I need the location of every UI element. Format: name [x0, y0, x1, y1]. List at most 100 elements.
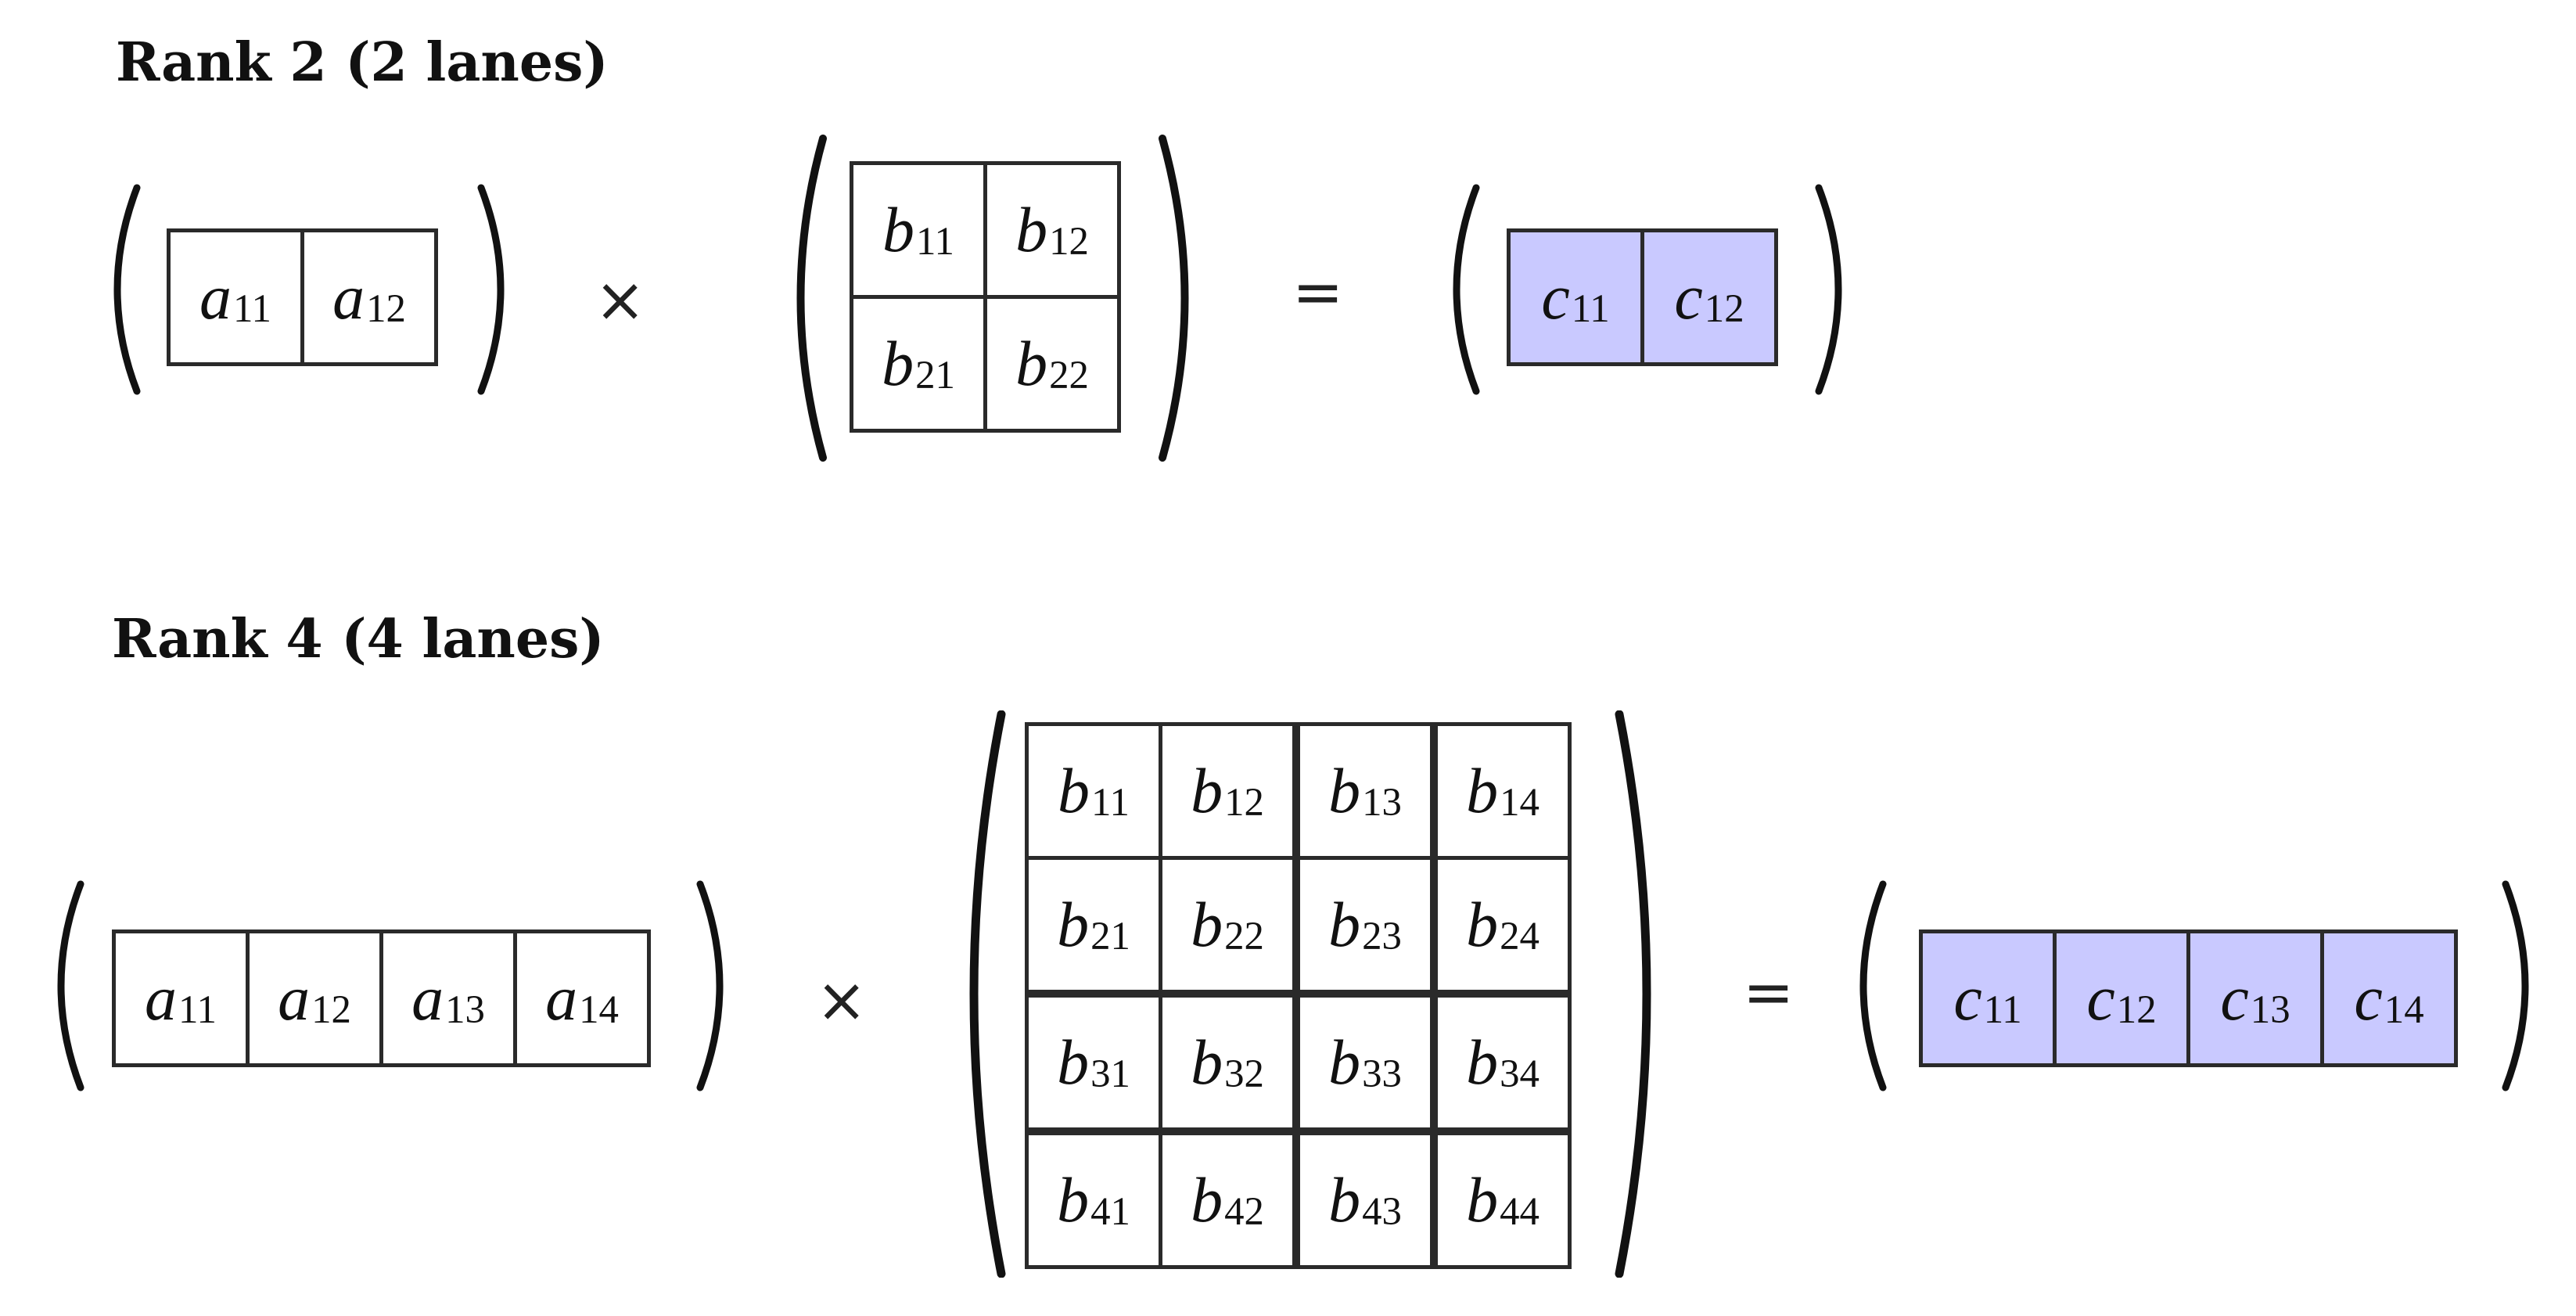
right-paren-c-rank4 [2502, 880, 2529, 1091]
right-paren-b-rank4 [1615, 710, 1651, 1278]
cell-subscript: 32 [1224, 1052, 1264, 1096]
cell-symbol: c [1541, 261, 1570, 333]
cell-subscript: 12 [366, 286, 406, 331]
cell-subscript: 14 [579, 987, 619, 1032]
cell-subscript: 11 [916, 219, 954, 264]
cell-symbol: b [1191, 755, 1223, 826]
cell-subscript: 44 [1500, 1189, 1539, 1234]
right-paren-a-rank2 [477, 184, 505, 395]
times-operator-rank4: × [816, 965, 868, 1036]
cell-symbol: b [1015, 194, 1048, 265]
cell-subscript: 13 [2250, 987, 2290, 1032]
cell-subscript: 21 [1090, 914, 1130, 958]
cell-symbol: b [1466, 1027, 1499, 1098]
cell-symbol: b [1057, 1027, 1090, 1098]
cell-symbol: b [1057, 1164, 1090, 1235]
cell-subscript: 22 [1049, 353, 1089, 397]
cell-subscript: 12 [311, 987, 351, 1032]
cell-subscript: 21 [915, 353, 955, 397]
cell-symbol: a [332, 261, 365, 333]
cell-symbol: b [1191, 889, 1223, 960]
cell-symbol: a [411, 962, 444, 1034]
cell-symbol: b [1191, 1164, 1223, 1235]
cell-symbol: b [1328, 755, 1361, 826]
cell-symbol: b [1466, 1164, 1499, 1235]
cell-subscript: 33 [1362, 1052, 1402, 1096]
cell-subscript: 12 [1049, 219, 1089, 264]
right-paren-c-rank2 [1815, 184, 1842, 395]
cell-subscript: 42 [1224, 1189, 1264, 1234]
cell-symbol: c [2220, 962, 2249, 1034]
cell-symbol: a [145, 962, 178, 1034]
left-paren-a-rank4 [57, 880, 84, 1091]
cell-subscript: 14 [2384, 987, 2424, 1032]
cell-subscript: 12 [2116, 987, 2157, 1032]
cell-subscript: 43 [1362, 1189, 1402, 1234]
cell-subscript: 12 [1704, 286, 1744, 331]
cell-subscript: 31 [1090, 1052, 1130, 1096]
cell-symbol: b [882, 194, 915, 265]
cell-symbol: b [1058, 755, 1090, 826]
cell-symbol: b [1015, 328, 1048, 399]
left-paren-c-rank2 [1453, 184, 1480, 395]
right-paren-b-rank2 [1159, 135, 1189, 462]
cell-symbol: a [545, 962, 578, 1034]
cell-symbol: c [2086, 962, 2115, 1034]
cell-symbol: b [1466, 755, 1499, 826]
cell-symbol: c [1674, 261, 1703, 333]
section-heading-rank2: Rank 2 (2 lanes) [116, 31, 609, 94]
cell-subscript: 23 [1362, 914, 1402, 958]
cell-subscript: 24 [1500, 914, 1539, 958]
cell-symbol: b [1191, 1027, 1223, 1098]
cell-symbol: b [882, 328, 914, 399]
cell-symbol: b [1057, 889, 1090, 960]
cell-symbol: c [2354, 962, 2383, 1034]
cell-symbol: b [1328, 1027, 1361, 1098]
cell-symbol: b [1466, 889, 1499, 960]
left-paren-a-rank2 [113, 184, 141, 395]
equals-operator-rank4: = [1743, 958, 1795, 1028]
cell-symbol: a [278, 962, 311, 1034]
cell-symbol: b [1328, 889, 1361, 960]
cell-subscript: 11 [1983, 987, 2022, 1032]
cell-subscript: 13 [1362, 780, 1402, 825]
cell-subscript: 13 [445, 987, 485, 1032]
left-paren-b-rank4 [969, 710, 1006, 1278]
cell-symbol: a [199, 261, 232, 333]
cell-symbol: b [1328, 1164, 1361, 1235]
